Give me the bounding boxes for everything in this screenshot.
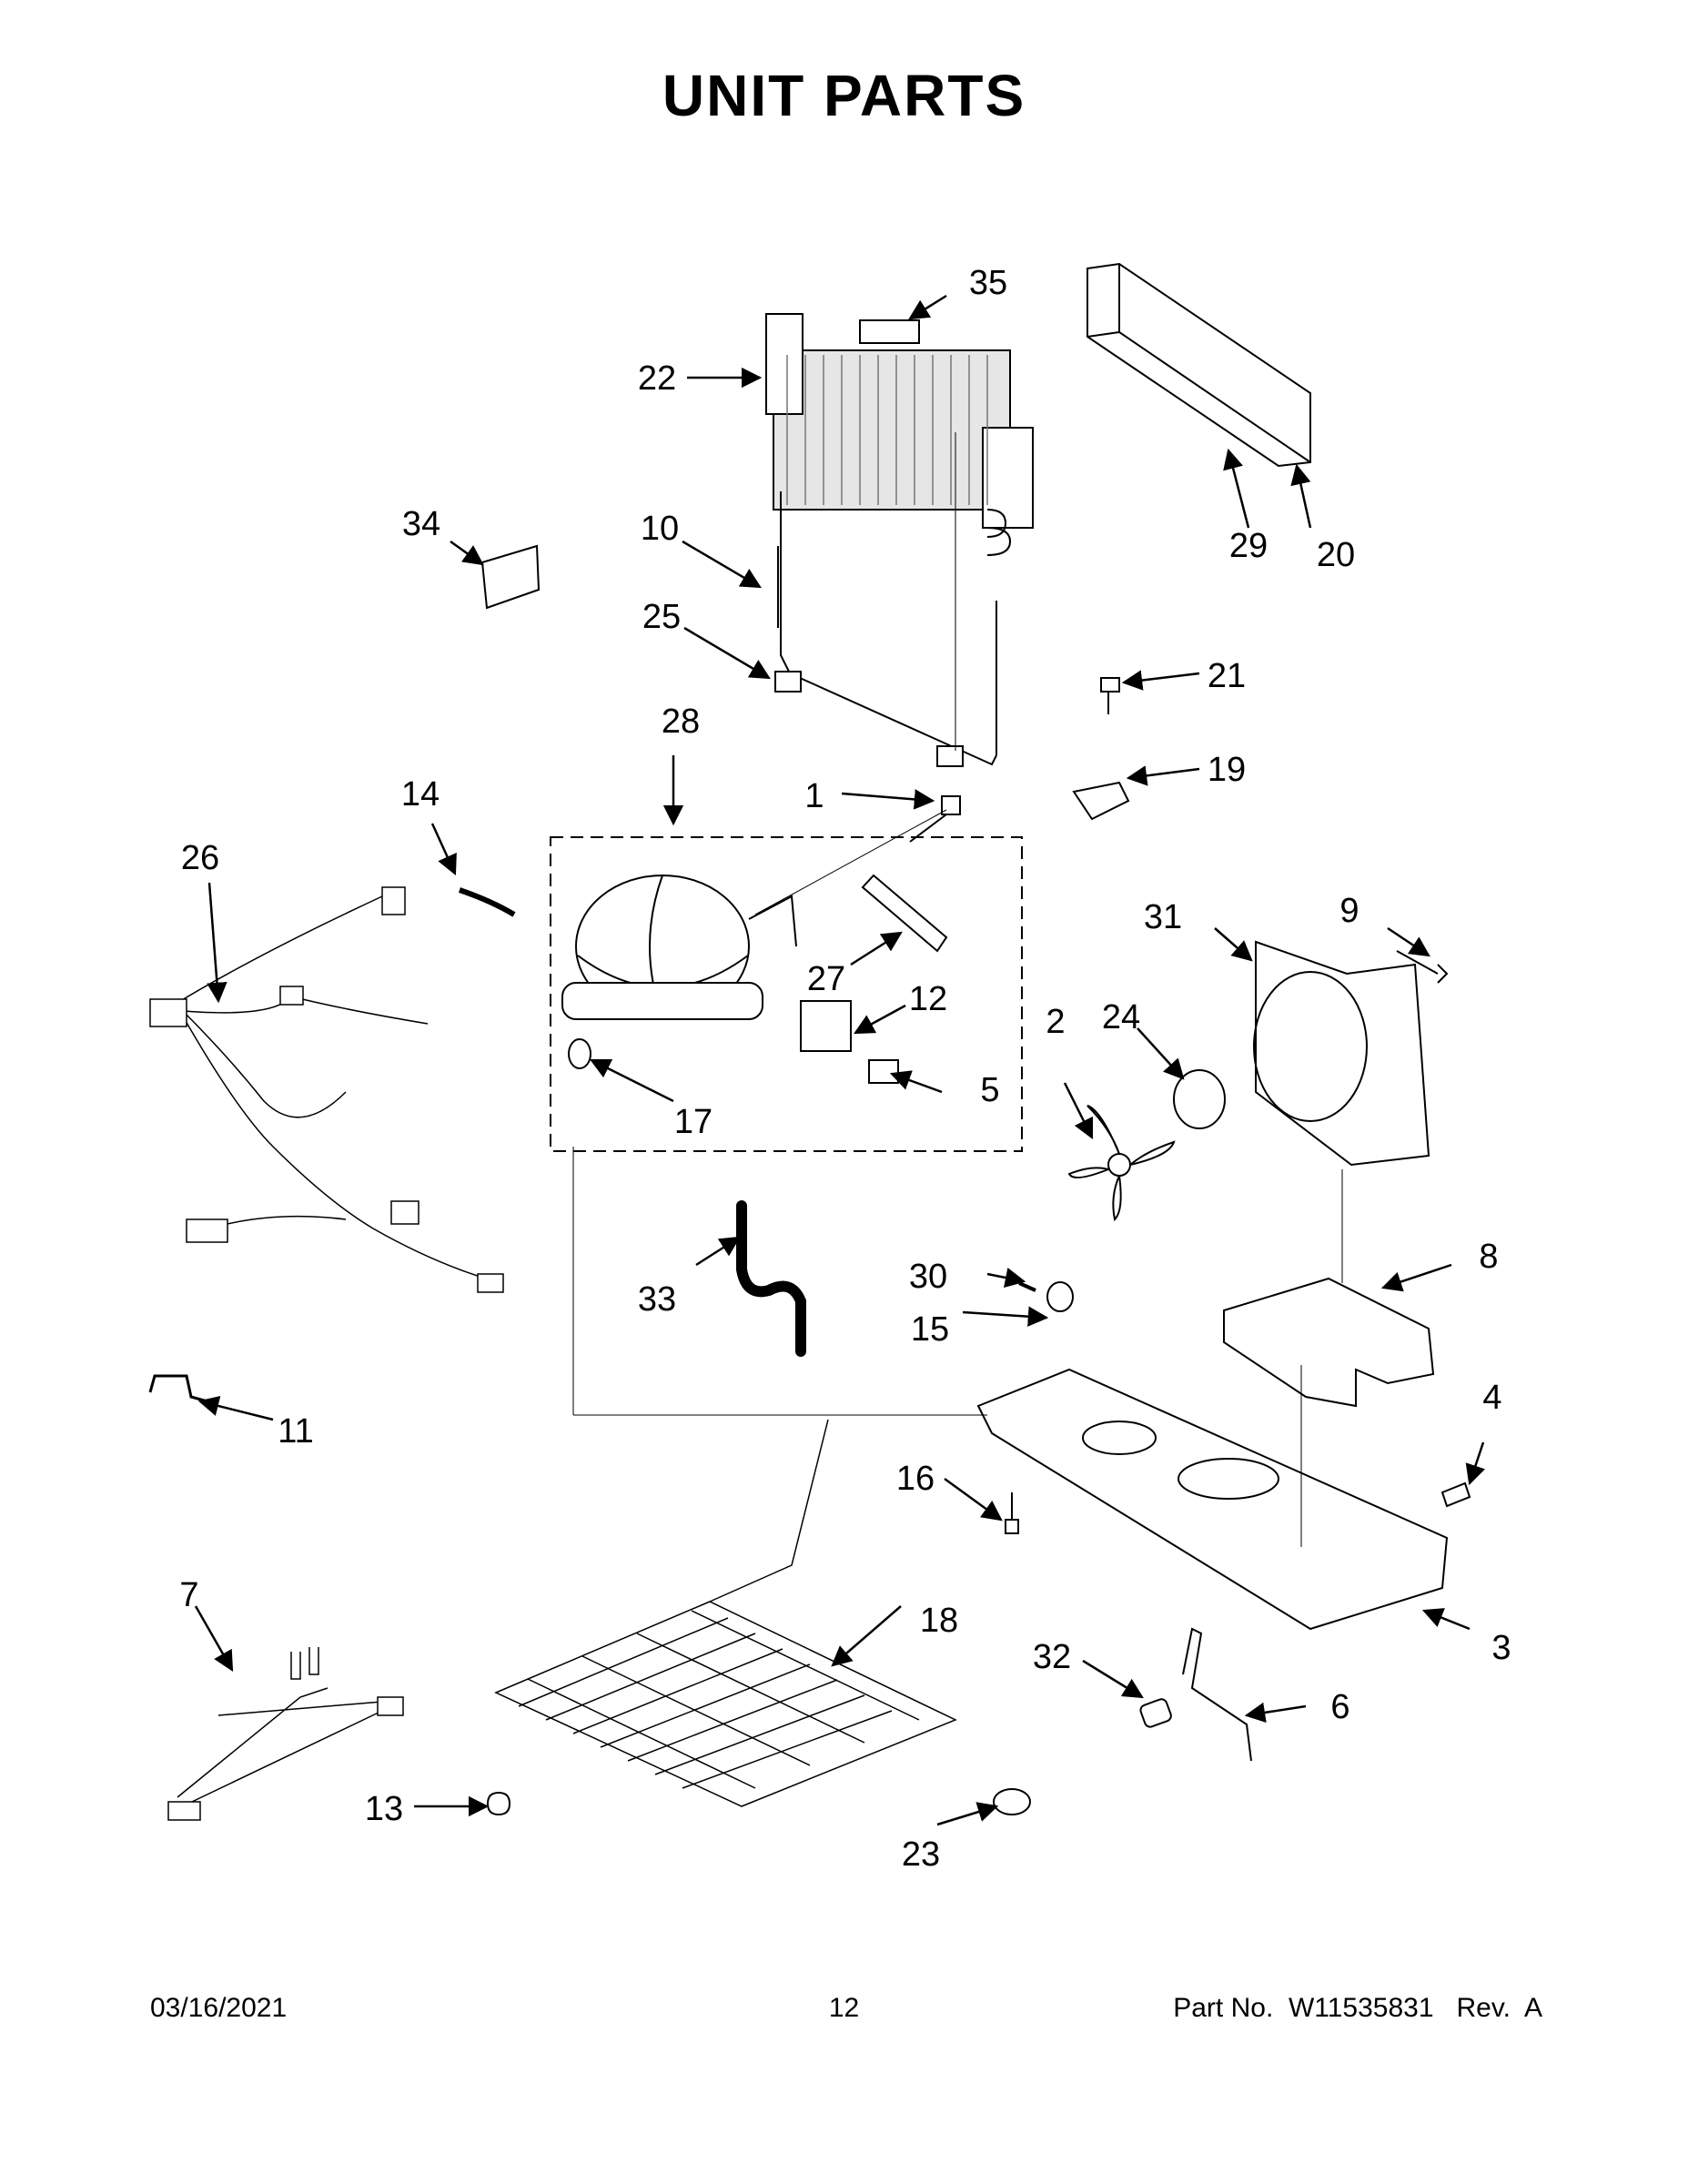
callout-20: 20 bbox=[1317, 536, 1355, 574]
callout-4: 4 bbox=[1482, 1379, 1501, 1417]
overload-drawing bbox=[868, 1059, 899, 1084]
footer-date: 03/16/2021 bbox=[150, 1993, 288, 2023]
callout-32: 32 bbox=[1033, 1638, 1071, 1676]
condenser-tubing-drawing bbox=[774, 432, 997, 767]
callout-28: 28 bbox=[662, 703, 700, 741]
bushing-drawing bbox=[1139, 1698, 1172, 1728]
screw-4-drawing bbox=[1440, 1481, 1471, 1508]
callout-1: 1 bbox=[804, 777, 824, 815]
callout-18: 18 bbox=[920, 1602, 958, 1640]
callout-11: 11 bbox=[278, 1412, 313, 1451]
callout-5: 5 bbox=[980, 1071, 999, 1109]
fan-shroud-drawing bbox=[1253, 940, 1430, 1167]
heater-harness-drawing bbox=[167, 1647, 404, 1821]
compressor-drawing bbox=[561, 875, 797, 1020]
clip-11-drawing bbox=[148, 1374, 208, 1403]
page-title: UNIT PARTS bbox=[662, 63, 1026, 128]
callout-2: 2 bbox=[1046, 1003, 1065, 1041]
callout-8: 8 bbox=[1479, 1238, 1498, 1276]
callout-9: 9 bbox=[1339, 892, 1359, 930]
pin-30-drawing bbox=[1018, 1281, 1036, 1292]
cover-drawing bbox=[1087, 262, 1311, 468]
clip-13-drawing bbox=[486, 1791, 511, 1816]
wire-harness-drawing bbox=[149, 886, 504, 1293]
clip-14-drawing bbox=[459, 887, 516, 917]
callout-34: 34 bbox=[402, 505, 440, 543]
fan-bracket-drawing bbox=[1223, 1277, 1435, 1408]
screw-9-drawing bbox=[1396, 950, 1449, 984]
callout-15: 15 bbox=[911, 1310, 949, 1349]
callout-10: 10 bbox=[641, 510, 679, 548]
relay-drawing bbox=[800, 1000, 852, 1052]
callout-24: 24 bbox=[1102, 998, 1140, 1036]
callout-19: 19 bbox=[1208, 751, 1246, 789]
callout-35: 35 bbox=[969, 264, 1007, 302]
base-tray-drawing bbox=[976, 1365, 1449, 1631]
sensor-drawing bbox=[993, 1788, 1031, 1815]
callout-33: 33 bbox=[638, 1280, 676, 1319]
callout-30: 30 bbox=[909, 1258, 947, 1296]
callout-13: 13 bbox=[365, 1790, 403, 1828]
grommet-drawing bbox=[568, 1038, 591, 1069]
control-board-drawing bbox=[480, 544, 541, 610]
drier-drawing bbox=[861, 874, 948, 953]
callout-6: 6 bbox=[1330, 1688, 1349, 1726]
bracket-19-drawing bbox=[1072, 781, 1130, 821]
callout-3: 3 bbox=[1491, 1629, 1511, 1667]
footer-page-number: 12 bbox=[828, 1993, 860, 2023]
callout-12: 12 bbox=[909, 980, 947, 1018]
spring-6-drawing bbox=[1182, 1627, 1252, 1762]
fan-motor-drawing bbox=[1173, 1069, 1226, 1129]
callout-17: 17 bbox=[674, 1103, 713, 1141]
callout-27: 27 bbox=[807, 960, 845, 998]
condenser-drawing bbox=[765, 313, 1034, 556]
callout-21: 21 bbox=[1208, 657, 1246, 695]
callout-14: 14 bbox=[401, 775, 440, 814]
fan-blade-drawing bbox=[1067, 1105, 1176, 1222]
drain-hose-drawing bbox=[736, 1200, 806, 1357]
callout-31: 31 bbox=[1144, 898, 1182, 936]
footer-part-number: Part No. W11535831 Rev. A bbox=[1173, 1993, 1542, 2023]
compressor-assembly-box bbox=[550, 836, 1023, 1152]
bolt-1-drawing bbox=[909, 795, 961, 843]
evaporator-drawing bbox=[494, 1419, 957, 1807]
grommet-15-drawing bbox=[1046, 1281, 1074, 1312]
callout-29: 29 bbox=[1229, 527, 1268, 565]
callout-23: 23 bbox=[902, 1835, 940, 1874]
callout-25: 25 bbox=[642, 598, 681, 636]
screw-21-drawing bbox=[1100, 677, 1120, 714]
callout-16: 16 bbox=[896, 1460, 935, 1498]
callout-22: 22 bbox=[638, 359, 676, 398]
label-plate-drawing bbox=[859, 319, 920, 344]
screw-16-drawing bbox=[1005, 1492, 1019, 1534]
callout-7: 7 bbox=[179, 1576, 198, 1614]
callout-26: 26 bbox=[181, 839, 219, 877]
